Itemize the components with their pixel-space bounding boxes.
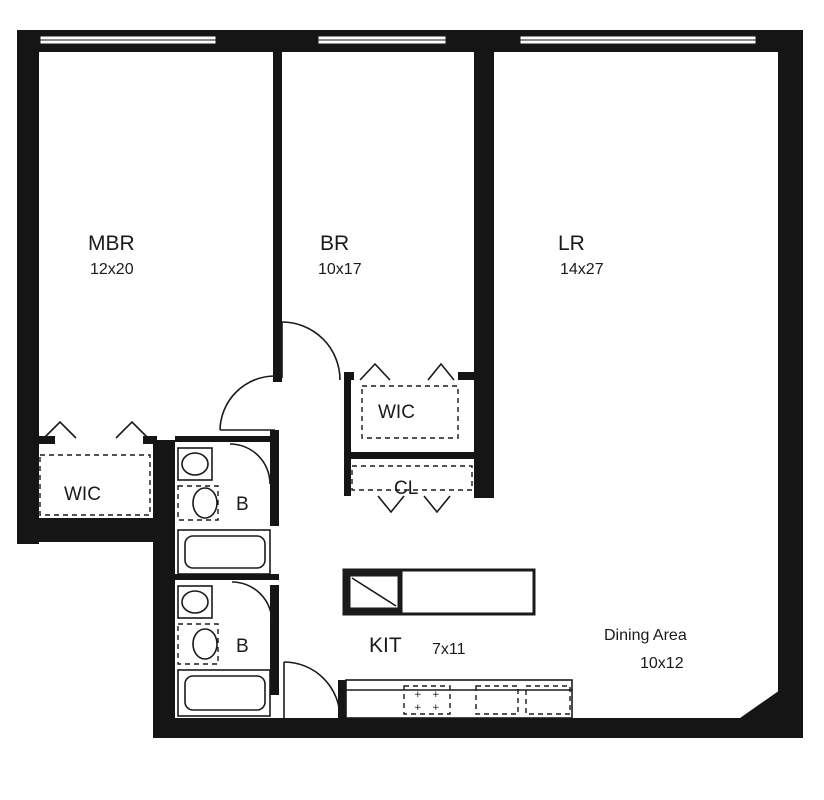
dining-name: Dining Area xyxy=(604,627,687,644)
interior-walls xyxy=(17,52,494,720)
doors xyxy=(219,321,341,719)
bath-1-label: B xyxy=(236,494,249,515)
room-labels: MBR 12x20 BR 10x17 LR 14x27 WIC CL WIC B… xyxy=(64,232,687,672)
bath-2-label: B xyxy=(236,636,249,657)
kitchen-fixtures: + + + + xyxy=(342,568,573,719)
wic-mbr-label: WIC xyxy=(64,484,101,505)
svg-text:+: + xyxy=(432,690,440,700)
kit-name: KIT xyxy=(369,634,402,657)
mbr-size: 12x20 xyxy=(90,261,134,278)
wic-br-label: WIC xyxy=(378,402,415,423)
svg-text:+: + xyxy=(432,703,440,713)
dining-size: 10x12 xyxy=(640,655,684,672)
svg-text:+: + xyxy=(414,690,422,700)
kit-size: 7x11 xyxy=(432,641,466,658)
windows xyxy=(39,35,757,45)
mbr-name: MBR xyxy=(88,232,135,255)
bathroom-2-fixtures xyxy=(177,585,271,717)
br-name: BR xyxy=(320,232,349,255)
svg-text:+: + xyxy=(414,703,422,713)
lr-size: 14x27 xyxy=(560,261,604,278)
closets xyxy=(39,362,473,516)
lr-name: LR xyxy=(558,232,585,255)
exterior-walls xyxy=(17,30,803,738)
br-size: 10x17 xyxy=(318,261,362,278)
cl-label: CL xyxy=(394,478,418,499)
bathroom-1-fixtures xyxy=(177,447,271,575)
